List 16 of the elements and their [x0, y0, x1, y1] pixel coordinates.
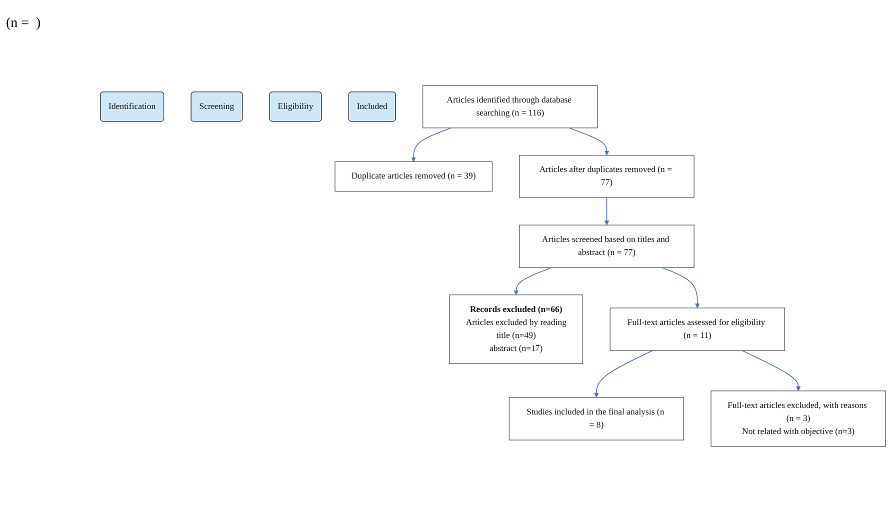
node-box: Articles screened based on titles and abstract (n = 77) — [519, 224, 694, 268]
arrow — [411, 127, 452, 162]
note-text: (n = ) — [6, 16, 42, 32]
node-box: Articles identified through database searching (n = 116) — [422, 84, 598, 128]
arrow — [594, 350, 654, 398]
node-box: Duplicate articles removed (n = 39) — [334, 161, 492, 192]
arrow — [742, 350, 801, 391]
node-box: Articles after duplicates removed (n = 77) — [519, 154, 694, 198]
node-box: Full-text articles excluded, with reasons (n = 3) Not related with objective (n=3) — [710, 390, 886, 446]
arrow — [568, 127, 610, 155]
node-box: Records excluded (n=66) Articles excluded by reading title (n=49) abstract (n=17) — [449, 294, 584, 364]
arrow — [662, 266, 700, 308]
arrow — [514, 266, 552, 295]
arrow — [604, 196, 610, 225]
node-box: Studies included in the final analysis (n = 8) — [508, 396, 684, 440]
node-box: Full-text articles assessed for eligibility (n = 11) — [610, 307, 785, 350]
